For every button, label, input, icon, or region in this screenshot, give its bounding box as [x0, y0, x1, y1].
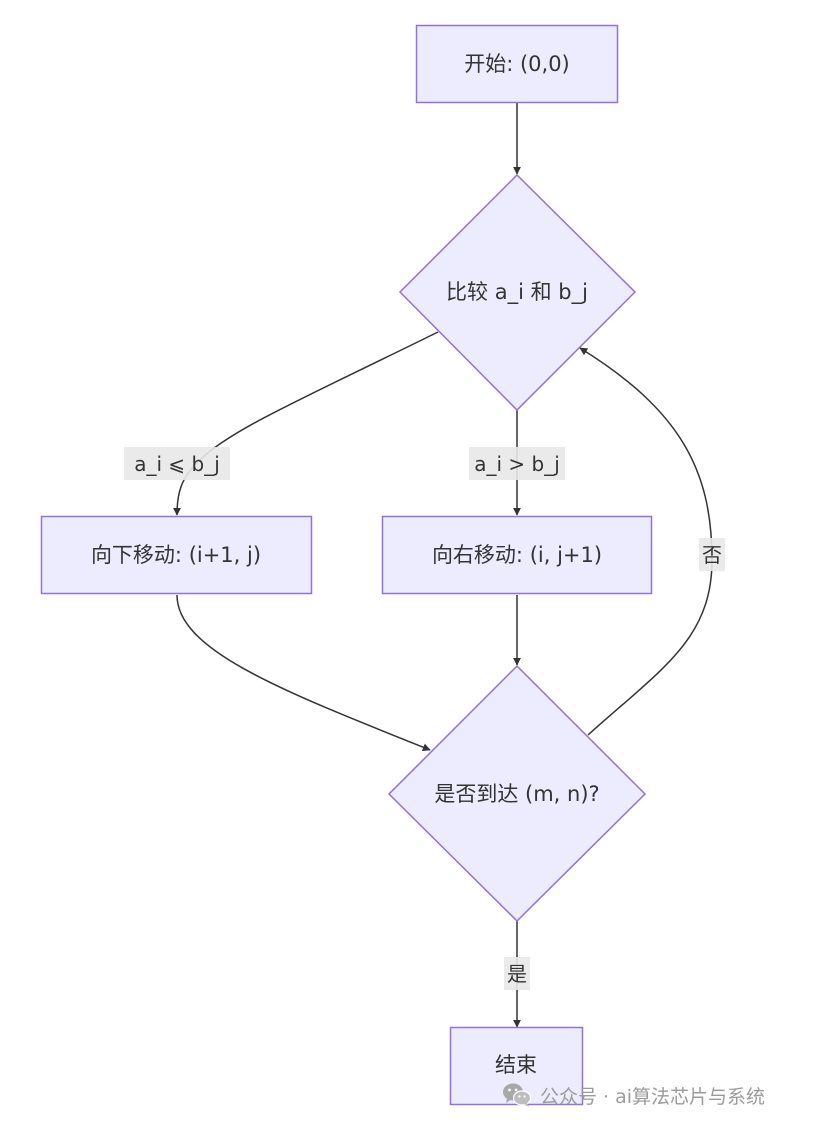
- watermark-text: 公众号 · ai算法芯片与系统: [540, 1085, 766, 1108]
- node-end-label: 结束: [495, 1053, 537, 1077]
- node-start: 开始: (0,0): [415, 24, 619, 104]
- node-move-down-label: 向下移动: (i+1, j): [91, 543, 261, 567]
- wechat-icon: [503, 1083, 532, 1107]
- edge-label-gt-text: a_i > b_j: [474, 452, 560, 476]
- edge-move-down-to-reached: [176, 594, 431, 752]
- edge-label-no-text: 否: [702, 543, 722, 567]
- node-start-label: 开始: (0,0): [464, 52, 570, 76]
- edge-label-le-text: a_i ⩽ b_j: [134, 452, 220, 476]
- node-move-down: 向下移动: (i+1, j): [40, 515, 313, 595]
- node-reached: 是否到达 (m, n)?: [387, 664, 647, 923]
- edge-label-le: a_i ⩽ b_j: [124, 447, 230, 480]
- edge-label-gt: a_i > b_j: [469, 447, 565, 480]
- node-compare: 比较 a_i 和 b_j: [398, 173, 637, 412]
- edge-compare-to-move-down: [173, 331, 439, 516]
- edge-label-yes-text: 是: [507, 962, 527, 986]
- watermark: 公众号 · ai算法芯片与系统: [502, 1080, 765, 1110]
- node-move-right-label: 向右移动: (i, j+1): [432, 543, 602, 567]
- node-move-right: 向右移动: (i, j+1): [381, 515, 653, 595]
- edge-label-yes: 是: [504, 957, 530, 990]
- edge-label-no: 否: [699, 538, 725, 571]
- node-compare-label: 比较 a_i 和 b_j: [446, 280, 588, 305]
- node-reached-label: 是否到达 (m, n)?: [434, 782, 599, 806]
